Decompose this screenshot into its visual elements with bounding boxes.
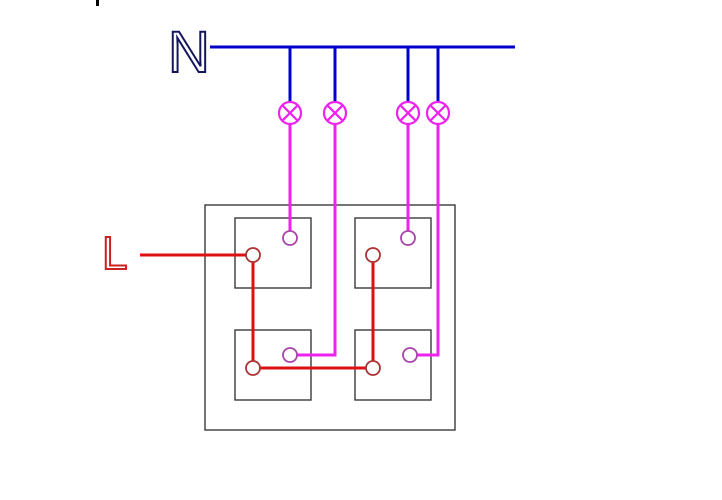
- terminal-gang4-live: [365, 360, 381, 376]
- terminal-gang2-switched: [400, 230, 416, 246]
- terminal-gang2-live: [365, 247, 381, 263]
- lamp-1-icon: [277, 100, 303, 126]
- switch-back-box: [204, 204, 456, 431]
- switched-live-wires-group: [288, 124, 440, 357]
- lamp-2-icon: [322, 100, 348, 126]
- lamp-3-icon: [395, 100, 421, 126]
- terminal-gang1-switched: [282, 230, 298, 246]
- switched-terminals-group: [282, 230, 418, 363]
- switch-gang-4: [354, 329, 432, 401]
- switch-gang-1: [234, 217, 312, 289]
- live-link-wire: [251, 255, 375, 370]
- neutral-label: N: [168, 20, 210, 85]
- live-wires-group: [140, 253, 375, 370]
- live-label: L: [102, 227, 128, 279]
- switch-gang-3: [234, 329, 312, 401]
- switched-wire-2: [290, 124, 337, 357]
- neutral-bus-group: [210, 45, 515, 102]
- terminal-gang3-live: [245, 360, 261, 376]
- switched-wire-4: [410, 124, 440, 357]
- live-terminals-group: [245, 247, 381, 376]
- switch-gang-2: [354, 217, 432, 289]
- stray-mark: [96, 0, 99, 6]
- lamps-group: [277, 100, 451, 126]
- lamp-4-icon: [425, 100, 451, 126]
- terminal-gang3-switched: [282, 347, 298, 363]
- terminal-gang1-live: [245, 247, 261, 263]
- switch-box-group: [204, 204, 456, 431]
- terminal-gang4-switched: [402, 347, 418, 363]
